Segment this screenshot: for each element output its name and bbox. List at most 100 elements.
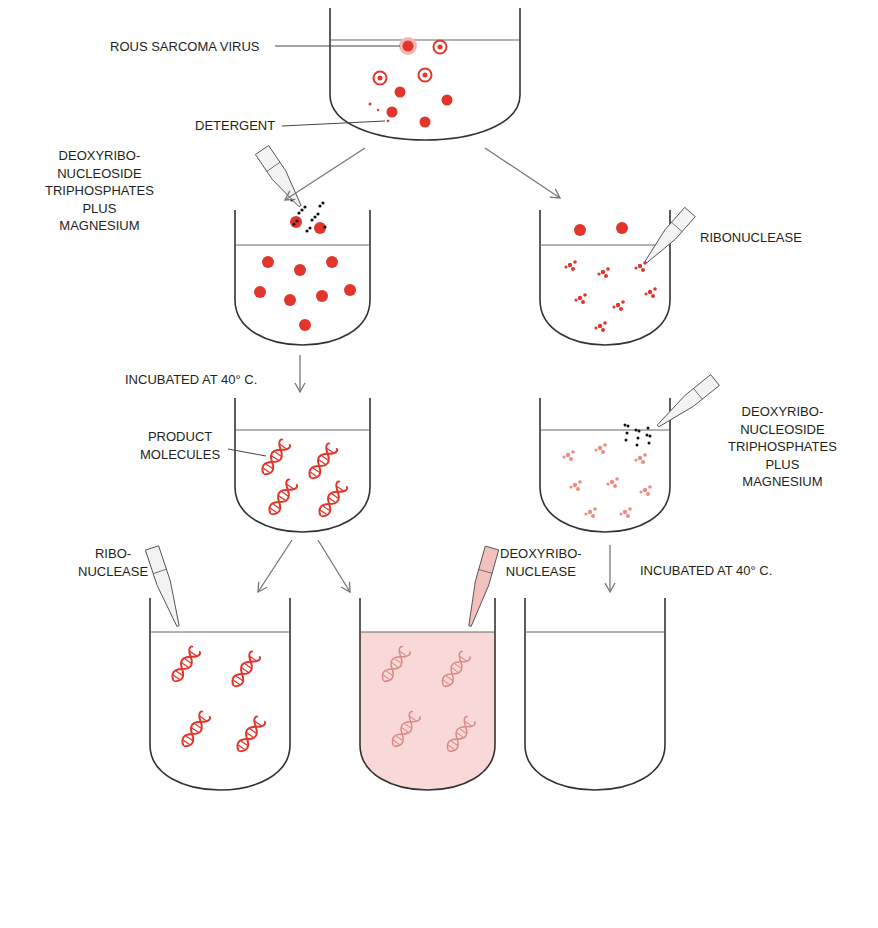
pipette-mark: [153, 569, 166, 573]
dna-helix: [169, 645, 202, 685]
dna-helix: [234, 715, 267, 755]
particle: [399, 37, 417, 55]
particle: [635, 429, 638, 432]
particle: [573, 260, 577, 264]
particle: [578, 296, 582, 300]
test-tube: [525, 598, 665, 790]
particle: [610, 480, 614, 484]
particle: [638, 264, 642, 268]
particle: [606, 482, 609, 485]
particle: [623, 510, 627, 514]
particle: [564, 265, 567, 268]
particle: [619, 512, 622, 515]
label: INCUBATED AT 40° C.: [125, 371, 257, 389]
flow-arrow: [318, 540, 350, 592]
particle: [571, 267, 575, 271]
particle: [638, 456, 642, 460]
dna-helix: [259, 438, 292, 478]
liquid-level: [235, 245, 370, 246]
particle: [316, 212, 319, 215]
particle: [634, 458, 637, 461]
pipette-mark: [672, 222, 683, 231]
particle: [581, 300, 585, 304]
particle: [562, 455, 565, 458]
liquid-level: [330, 40, 520, 41]
particle: [594, 448, 597, 451]
particle: [593, 507, 597, 511]
leader-line: [282, 121, 385, 126]
particle: [634, 266, 637, 269]
particle: [653, 287, 657, 291]
dna-helix: [379, 645, 412, 685]
particle: [314, 222, 326, 234]
test-tube: [540, 398, 670, 532]
particle: [262, 256, 274, 268]
particle: [303, 205, 306, 208]
dna-helix: [444, 715, 477, 755]
particle: [569, 457, 573, 461]
pipette: [255, 146, 301, 207]
particle: [594, 326, 597, 329]
particle: [646, 434, 649, 437]
test-tube: [540, 210, 670, 345]
particle: [297, 211, 300, 214]
flow-arrow: [609, 545, 610, 592]
particle: [603, 321, 607, 325]
particle: [310, 218, 313, 221]
leader-lines: [228, 46, 400, 456]
particle: [403, 41, 414, 52]
particle: [641, 460, 645, 464]
particle: [641, 268, 645, 272]
liquid-level: [150, 632, 290, 633]
particle: [569, 485, 572, 488]
virus-particle: [374, 72, 387, 85]
particle: [387, 120, 390, 123]
particle: [313, 215, 316, 218]
particle: [576, 487, 580, 491]
pipette: [657, 375, 719, 427]
label: ROUS SARCOMA VIRUS: [110, 38, 260, 56]
particle: [644, 292, 647, 295]
flow-arrow: [285, 148, 365, 200]
particle: [636, 444, 639, 447]
particle: [638, 430, 641, 433]
flow-arrows: [258, 148, 610, 592]
test-tube: [235, 210, 370, 345]
particle: [648, 485, 652, 489]
particle: [583, 293, 587, 297]
particle: [323, 225, 326, 228]
particle: [603, 443, 607, 447]
liquid-fill: [360, 632, 495, 790]
label: PRODUCT MOLECULES: [140, 428, 220, 463]
particle: [619, 307, 623, 311]
virus-particle: [419, 69, 432, 82]
pipette: [145, 546, 179, 627]
particle: [284, 294, 296, 306]
particle: [584, 512, 587, 515]
particle: [626, 514, 630, 518]
particle: [613, 484, 617, 488]
particle: [601, 450, 605, 454]
particle: [601, 270, 605, 274]
particle: [647, 427, 650, 430]
flow-arrow: [485, 148, 560, 198]
dna-helix: [179, 710, 212, 750]
dna-helix: [229, 650, 262, 690]
particle: [305, 229, 308, 232]
label: DETERGENT: [195, 117, 275, 135]
particle: [290, 216, 302, 228]
flow-arrow: [299, 355, 300, 392]
particle: [597, 272, 600, 275]
dna-helix: [439, 650, 472, 690]
particle: [612, 305, 615, 308]
pipette-mark: [479, 569, 492, 573]
particle: [420, 117, 431, 128]
liquid-level: [525, 632, 665, 633]
particle: [615, 477, 619, 481]
particle: [387, 107, 398, 118]
particle: [649, 435, 652, 438]
particle: [369, 103, 372, 106]
particle: [326, 256, 338, 268]
particle: [651, 294, 655, 298]
pipette-mark: [267, 162, 280, 171]
